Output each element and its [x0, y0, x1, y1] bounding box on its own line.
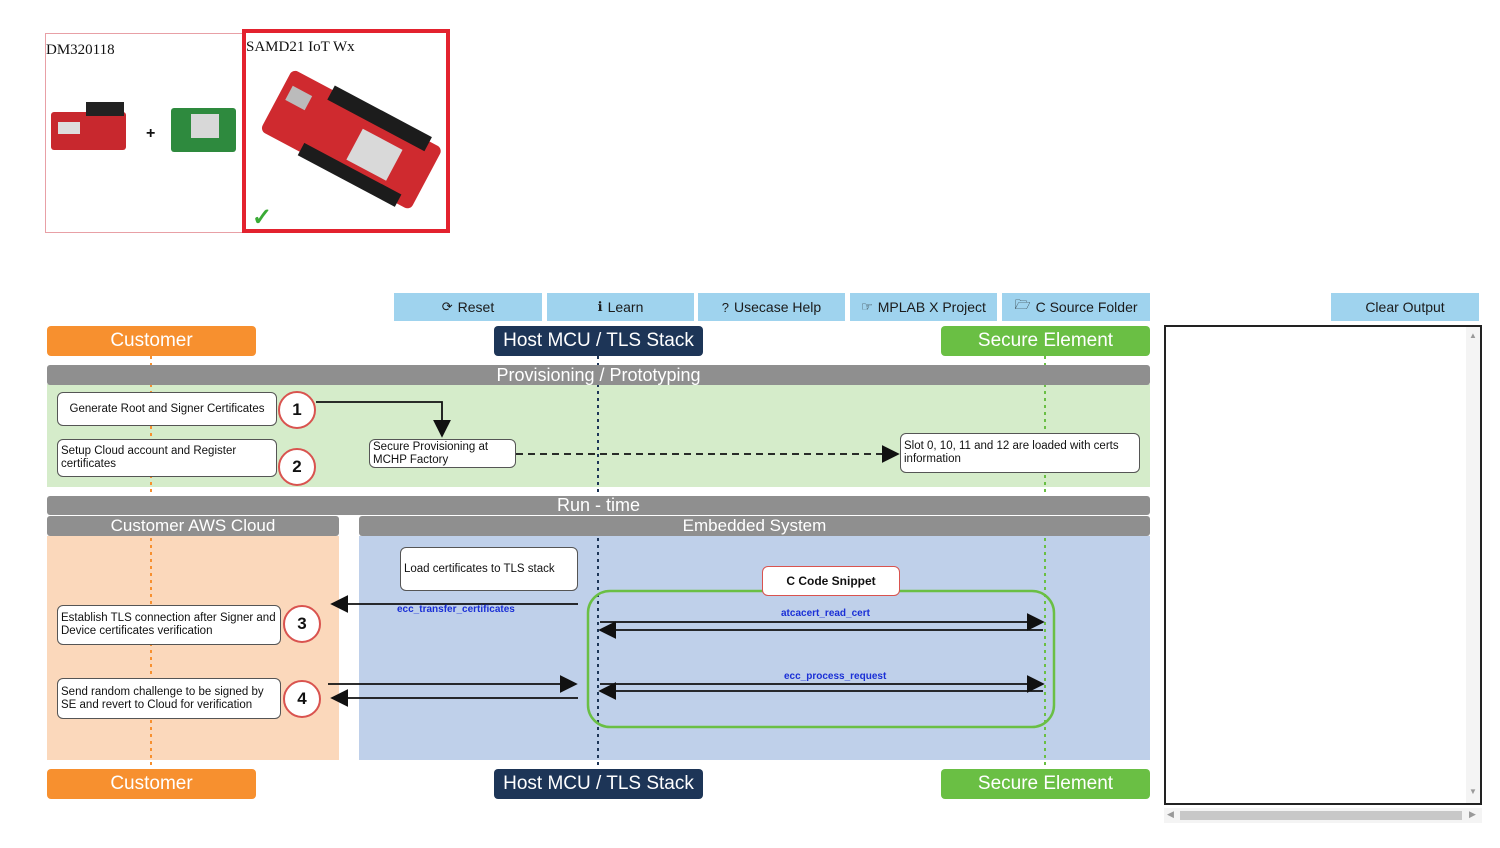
step-number-1: 1	[278, 391, 316, 429]
lane-customer-bottom: Customer	[47, 769, 256, 799]
scroll-right-icon[interactable]: ▶	[1469, 809, 1476, 819]
step-number-2: 2	[278, 448, 316, 486]
horizontal-scrollbar[interactable]: ◀ ▶	[1164, 808, 1482, 823]
checkmark-icon: ✓	[252, 204, 273, 231]
board-label: DM320118	[46, 42, 115, 58]
lane-host-bottom: Host MCU / TLS Stack	[494, 769, 703, 799]
c-source-folder-button[interactable]: 🗁C Source Folder	[1002, 293, 1150, 321]
mplab-project-button[interactable]: ☞MPLAB X Project	[850, 293, 997, 321]
lane-secure-bottom: Secure Element	[941, 769, 1150, 799]
lane-secure-top: Secure Element	[941, 326, 1150, 356]
code-snippet-button[interactable]: C Code Snippet	[762, 566, 900, 596]
board-label: SAMD21 IoT Wx	[246, 39, 355, 55]
step-1-box: Generate Root and Signer Certificates	[57, 392, 277, 426]
info-icon: ℹ	[597, 299, 603, 314]
load-certs-box: Load certificates to TLS stack	[400, 547, 578, 591]
reset-button[interactable]: ⟳Reset	[394, 293, 542, 321]
embedded-title: Embedded System	[359, 516, 1150, 536]
usecase-help-button[interactable]: ?Usecase Help	[698, 293, 845, 321]
fn-transfer-label: ecc_transfer_certificates	[397, 604, 515, 615]
step-2-box: Setup Cloud account and Register certifi…	[57, 439, 277, 477]
scroll-left-icon[interactable]: ◀	[1167, 809, 1174, 819]
provisioning-title: Provisioning / Prototyping	[47, 365, 1150, 385]
factory-box: Secure Provisioning at MCHP Factory	[369, 439, 516, 468]
board-image: +	[51, 102, 236, 152]
output-textarea[interactable]	[1164, 325, 1482, 805]
svg-text:+: +	[146, 125, 155, 142]
lane-customer-top: Customer	[47, 326, 256, 356]
folder-icon: 🗁	[1014, 297, 1031, 312]
board-image	[261, 70, 441, 209]
clear-output-button[interactable]: Clear Output	[1331, 293, 1479, 321]
customer-cloud-area	[47, 536, 339, 760]
step-3-box: Establish TLS connection after Signer an…	[57, 605, 281, 645]
refresh-icon: ⟳	[441, 299, 453, 314]
question-icon: ?	[721, 299, 730, 315]
hand-pointer-icon: ☞	[861, 299, 873, 314]
customer-cloud-title: Customer AWS Cloud	[47, 516, 339, 536]
step-4-box: Send random challenge to be signed by SE…	[57, 678, 281, 719]
board-card-samd21[interactable]: SAMD21 IoT Wx ✓	[242, 29, 450, 233]
slots-box: Slot 0, 10, 11 and 12 are loaded with ce…	[900, 433, 1140, 473]
fn-process-label: ecc_process_request	[784, 671, 887, 682]
scroll-thumb[interactable]	[1180, 811, 1462, 820]
runtime-title: Run - time	[47, 495, 1150, 515]
scroll-up-icon[interactable]: ▲	[1469, 331, 1477, 340]
scroll-down-icon[interactable]: ▼	[1469, 787, 1477, 796]
fn-read-cert-label: atcacert_read_cert	[781, 608, 870, 619]
board-card-dm320118[interactable]: DM320118 +	[45, 33, 243, 233]
lane-host-top: Host MCU / TLS Stack	[494, 326, 703, 356]
vertical-scrollbar[interactable]: ▲ ▼	[1466, 327, 1480, 803]
step-number-4: 4	[283, 680, 321, 718]
step-number-3: 3	[283, 605, 321, 643]
